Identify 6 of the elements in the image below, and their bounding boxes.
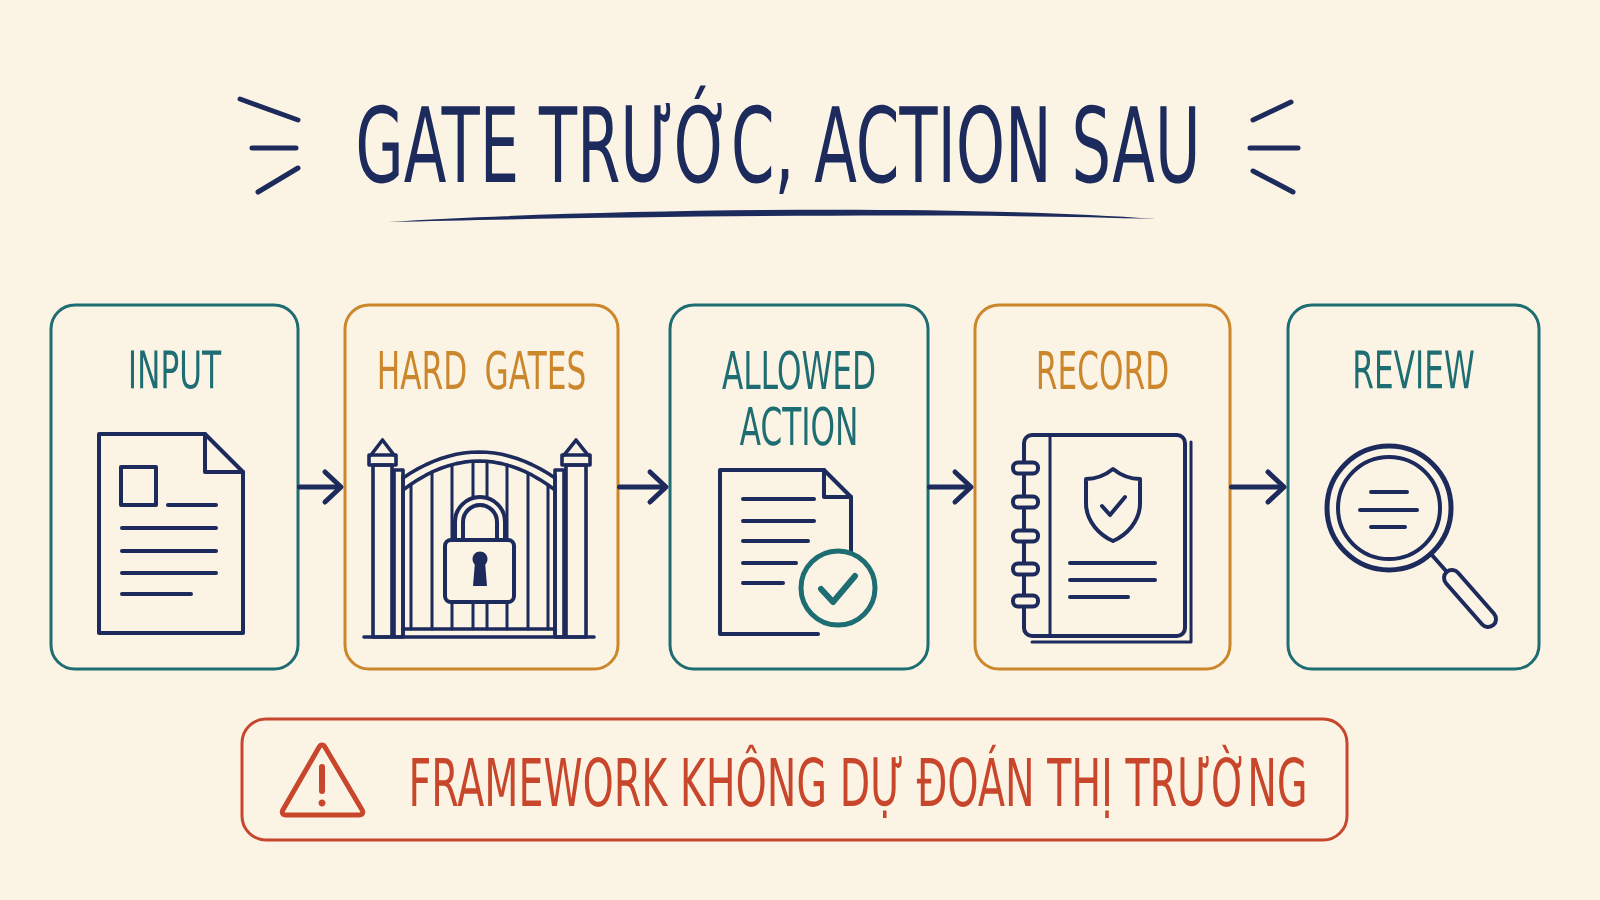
process-box: RECORD	[973, 303, 1232, 671]
process-box: INPUT	[49, 303, 300, 671]
process-box: ALLOWED ACTION	[668, 303, 930, 671]
title: GATE TRƯỚC, ACTION SAU	[358, 85, 1196, 195]
warning-banner: FRAMEWORK KHÔNG DỰ ĐOÁN THỊ TRƯỜNG	[240, 717, 1349, 842]
process-box: REVIEW	[1286, 303, 1541, 671]
